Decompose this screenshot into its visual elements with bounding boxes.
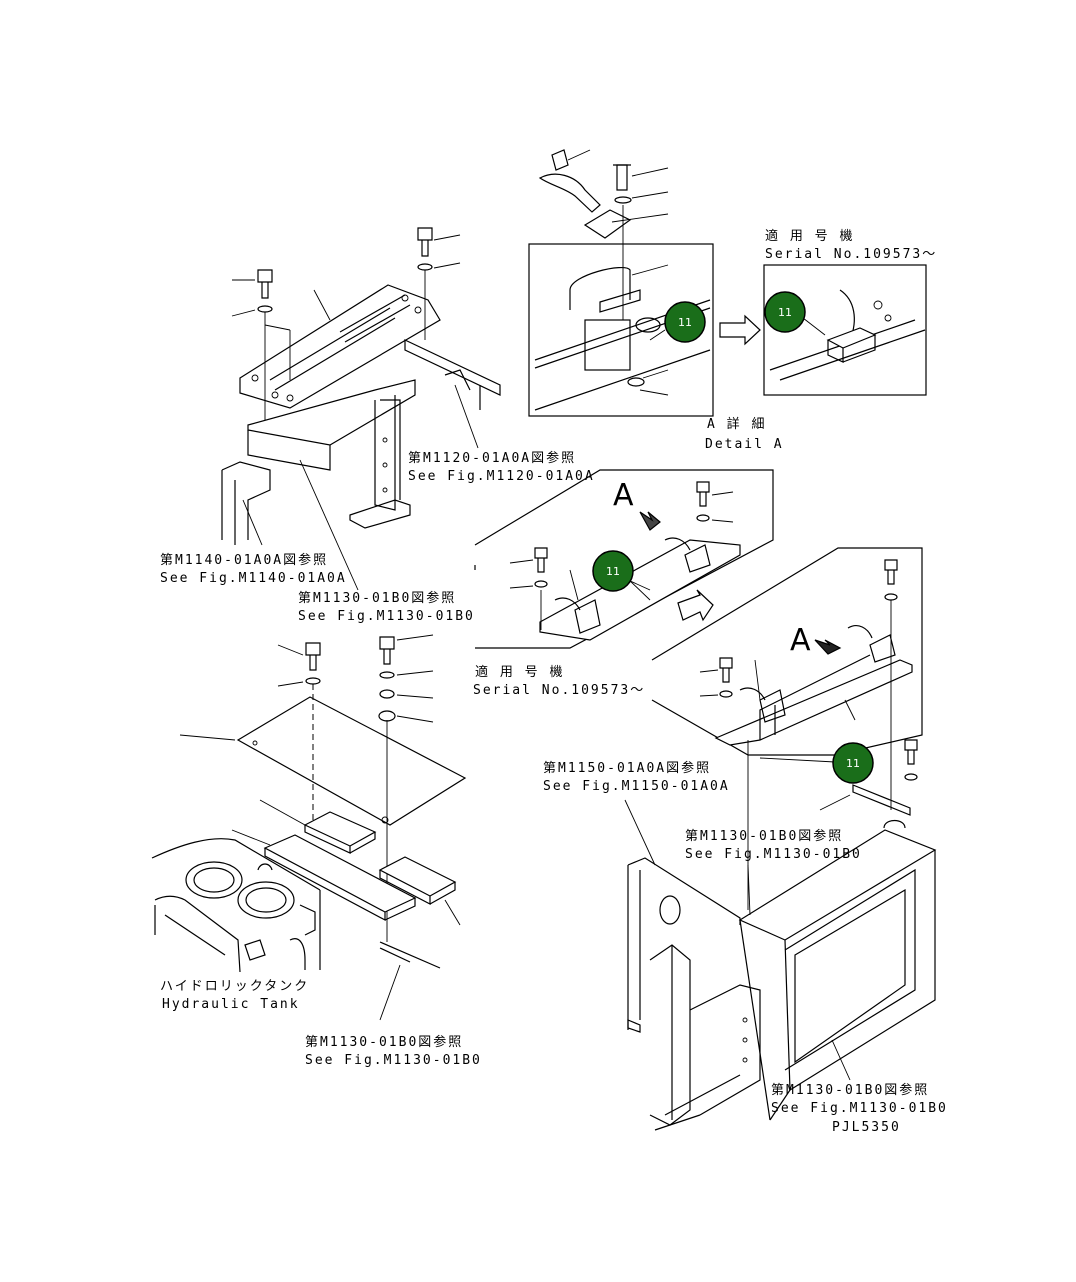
center-serial-panel bbox=[474, 469, 774, 649]
detail-a-title-jp: A 詳 細 bbox=[707, 416, 766, 432]
ref-m1130-jp-1: 第M1130-01B0図参照 bbox=[298, 590, 456, 606]
serial-label-en-top: Serial No.109573～ bbox=[765, 247, 937, 262]
serial-label-jp-mid: 適 用 号 機 bbox=[475, 664, 564, 680]
ref-m1150-jp: 第M1150-01A0A図参照 bbox=[543, 760, 711, 776]
right-hood-panel bbox=[651, 547, 923, 910]
view-marker-a-1: A bbox=[613, 478, 634, 513]
drawing-code: PJL5350 bbox=[832, 1120, 901, 1135]
ref-m1140-jp: 第M1140-01A0A図参照 bbox=[160, 552, 328, 568]
top-left-assembly bbox=[221, 227, 501, 591]
tank-cover-assembly bbox=[151, 634, 467, 1021]
ref-m1130-en-1: See Fig.M1130-01B0 bbox=[298, 609, 475, 624]
ref-m1120-jp: 第M1120-01A0A図参照 bbox=[408, 450, 576, 466]
detail-a-title-en: Detail A bbox=[705, 437, 784, 452]
callout-11-serial-box[interactable]: 11 bbox=[764, 291, 826, 336]
detail-arrow bbox=[719, 314, 761, 346]
ref-m1130-en-3: See Fig.M1130-01B0 bbox=[305, 1053, 482, 1068]
ref-m1140-en: See Fig.M1140-01A0A bbox=[160, 571, 347, 586]
ref-m1150-en: See Fig.M1150-01A0A bbox=[543, 779, 730, 794]
detail-a-assembly bbox=[528, 149, 714, 417]
view-marker-a-2: A bbox=[790, 623, 811, 658]
radiator-frame bbox=[624, 799, 937, 1131]
serial-label-en-mid: Serial No.109573～ bbox=[473, 683, 645, 698]
ref-m1130-jp-3: 第M1130-01B0図参照 bbox=[305, 1034, 463, 1050]
ref-m1130-jp-2: 第M1130-01B0図参照 bbox=[685, 828, 843, 844]
callout-11-center-panel[interactable]: 11 bbox=[592, 550, 651, 592]
svg-text:11: 11 bbox=[778, 306, 792, 319]
tank-label-en: Hydraulic Tank bbox=[162, 997, 300, 1012]
svg-text:11: 11 bbox=[606, 565, 620, 578]
ref-m1130-en-4: See Fig.M1130-01B0 bbox=[771, 1101, 948, 1116]
ref-m1120-en: See Fig.M1120-01A0A bbox=[408, 469, 595, 484]
serial-detail-box bbox=[763, 264, 927, 396]
tank-label-jp: ハイドロリックタンク bbox=[160, 979, 309, 994]
svg-text:11: 11 bbox=[846, 757, 860, 770]
serial-label-jp-top: 適 用 号 機 bbox=[765, 228, 854, 244]
ref-m1130-en-2: See Fig.M1130-01B0 bbox=[685, 847, 862, 862]
svg-text:11: 11 bbox=[678, 316, 692, 329]
callout-11-right-panel[interactable]: 11 bbox=[759, 742, 874, 784]
ref-m1130-jp-4: 第M1130-01B0図参照 bbox=[771, 1082, 929, 1098]
callout-11-detail-a[interactable]: 11 bbox=[649, 301, 706, 343]
